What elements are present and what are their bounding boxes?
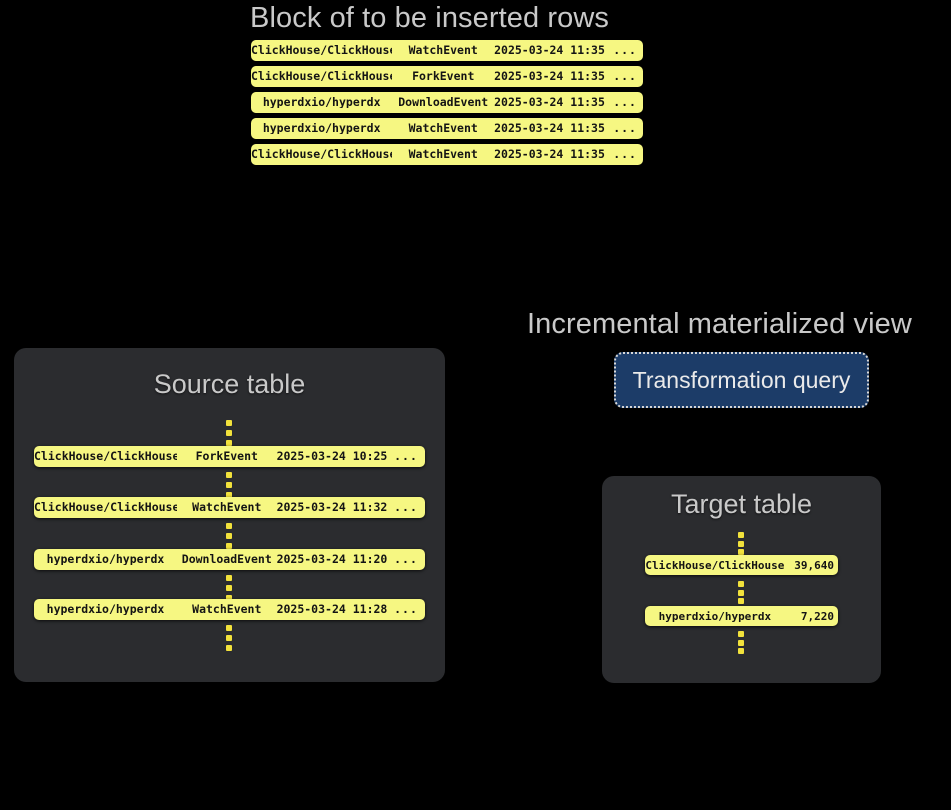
row-repo: ClickHouse/ClickHouse <box>34 501 177 514</box>
row-count: 39,640 <box>794 559 834 571</box>
row-event: DownloadEvent <box>398 96 489 109</box>
target-vertical-ellipsis <box>738 631 744 654</box>
source-table-row: hyperdxio/hyperdx WatchEvent 2025-03-24 … <box>34 599 425 620</box>
source-table-row: ClickHouse/ClickHouse WatchEvent 2025-03… <box>34 497 425 518</box>
row-event: ForkEvent <box>412 70 475 83</box>
row-count: 7,220 <box>800 610 834 622</box>
row-event: WatchEvent <box>408 44 478 57</box>
block-row: ClickHouse/ClickHouse ForkEvent 2025-03-… <box>251 66 643 87</box>
row-timestamp: 2025-03-24 10:25:00 <box>276 450 387 463</box>
source-vertical-ellipsis <box>226 472 232 498</box>
row-timestamp: 2025-03-24 11:35:48 <box>494 96 607 109</box>
source-table-row: ClickHouse/ClickHouse ForkEvent 2025-03-… <box>34 446 425 467</box>
row-timestamp: 2025-03-24 11:35:52 <box>494 122 607 135</box>
row-ellipsis: ... <box>394 501 418 514</box>
target-table-row: ClickHouse/ClickHouse 39,640 <box>645 555 838 575</box>
row-repo: hyperdxio/hyperdx <box>262 96 381 109</box>
row-timestamp: 2025-03-24 11:35:44 <box>494 70 607 83</box>
row-timestamp: 2025-03-24 11:28:32 <box>276 603 387 616</box>
target-vertical-ellipsis <box>738 581 744 604</box>
row-event: DownloadEvent <box>181 553 272 566</box>
target-table-row: hyperdxio/hyperdx 7,220 <box>645 606 838 626</box>
row-repo: hyperdxio/hyperdx <box>46 603 165 616</box>
row-event: WatchEvent <box>408 148 478 161</box>
row-ellipsis: ... <box>613 70 637 83</box>
source-table-row: hyperdxio/hyperdx DownloadEvent 2025-03-… <box>34 549 425 570</box>
row-timestamp: 2025-03-24 11:35:40 <box>494 44 607 57</box>
block-row: ClickHouse/ClickHouse WatchEvent 2025-03… <box>251 40 643 61</box>
row-timestamp: 2025-03-24 11:35:54 <box>494 148 607 161</box>
row-ellipsis: ... <box>394 603 418 616</box>
target-table-title: Target table <box>670 489 813 519</box>
row-repo: hyperdxio/hyperdx <box>658 610 772 622</box>
row-timestamp: 2025-03-24 11:20:12 <box>276 553 387 566</box>
block-row: hyperdxio/hyperdx DownloadEvent 2025-03-… <box>251 92 643 113</box>
row-ellipsis: ... <box>613 122 637 135</box>
row-repo: hyperdxio/hyperdx <box>262 122 381 135</box>
row-event: WatchEvent <box>192 603 262 616</box>
source-vertical-ellipsis <box>226 575 232 601</box>
block-row: ClickHouse/ClickHouse WatchEvent 2025-03… <box>251 144 643 165</box>
row-ellipsis: ... <box>613 96 637 109</box>
row-ellipsis: ... <box>613 44 637 57</box>
transformation-query-box[interactable]: Transformation query <box>614 352 869 408</box>
row-event: ForkEvent <box>195 450 258 463</box>
row-ellipsis: ... <box>613 148 637 161</box>
row-repo: ClickHouse/ClickHouse <box>645 559 785 571</box>
row-event: WatchEvent <box>408 122 478 135</box>
block-title: Block of to be inserted rows <box>250 2 610 34</box>
row-repo: hyperdxio/hyperdx <box>46 553 165 566</box>
source-vertical-ellipsis <box>226 625 232 651</box>
row-repo: ClickHouse/ClickHouse <box>251 148 393 161</box>
materialized-view-title: Incremental materialized view <box>527 308 912 340</box>
block-row: hyperdxio/hyperdx WatchEvent 2025-03-24 … <box>251 118 643 139</box>
target-vertical-ellipsis <box>738 532 744 555</box>
row-repo: ClickHouse/ClickHouse <box>34 450 177 463</box>
source-table-title: Source table <box>153 369 306 399</box>
row-repo: ClickHouse/ClickHouse <box>251 70 393 83</box>
transformation-query-label: Transformation query <box>632 366 851 393</box>
row-repo: ClickHouse/ClickHouse <box>251 44 393 57</box>
row-event: WatchEvent <box>192 501 262 514</box>
row-ellipsis: ... <box>394 553 418 566</box>
source-vertical-ellipsis <box>226 420 232 446</box>
source-vertical-ellipsis <box>226 523 232 549</box>
row-ellipsis: ... <box>394 450 418 463</box>
row-timestamp: 2025-03-24 11:32:54 <box>276 501 387 514</box>
